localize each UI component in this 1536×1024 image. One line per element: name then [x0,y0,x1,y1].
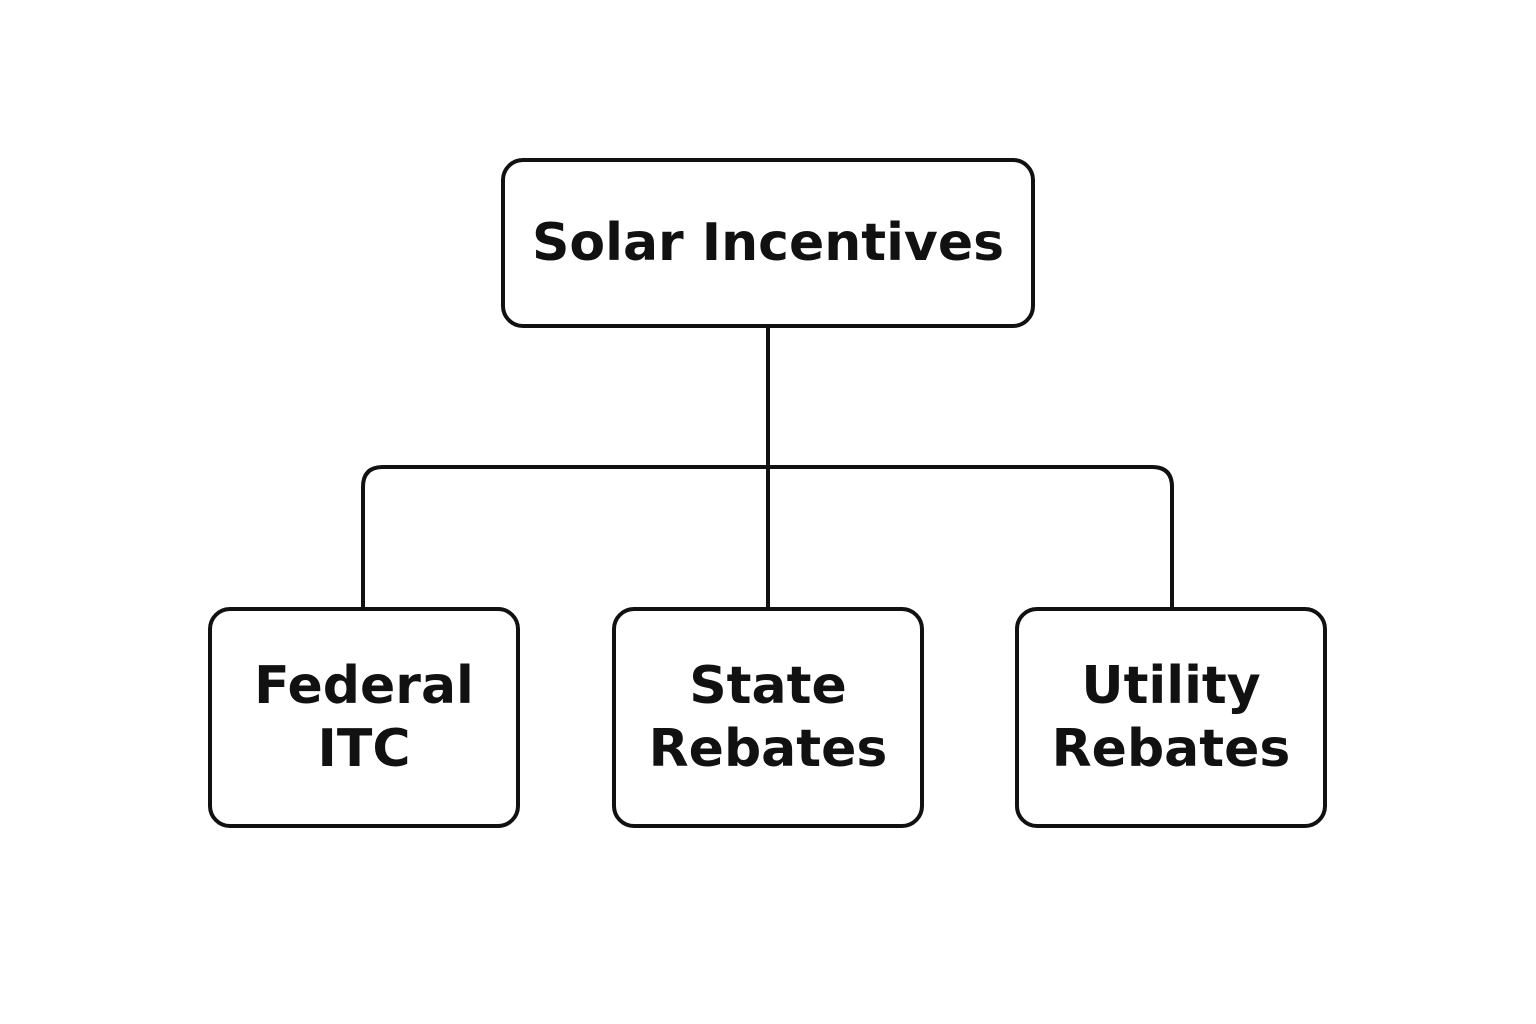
child-node-label-line-1: Federal [254,656,474,717]
child-node-label-line-2: Rebates [1051,718,1291,779]
child-node-state-rebates: State Rebates [612,607,924,828]
child-node-federal-itc: Federal ITC [208,607,520,828]
child-node-label-line-2: Rebates [648,718,888,779]
root-node-label: Solar Incentives [531,212,1005,273]
child-node-label-line-1: State [689,656,847,717]
child-node-utility-rebates: Utility Rebates [1015,607,1327,828]
child-node-label-line-1: Utility [1081,656,1261,717]
child-node-label-line-2: ITC [317,718,411,779]
root-node-solar-incentives: Solar Incentives [501,158,1035,328]
